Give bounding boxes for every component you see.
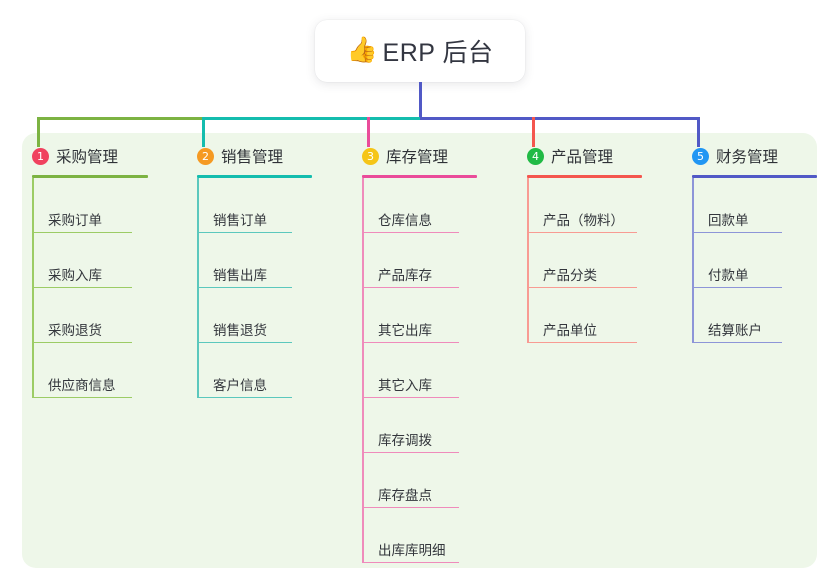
leaf-item-label: 回款单 (708, 213, 749, 228)
leaf-item[interactable]: 采购入库 (32, 233, 132, 288)
leaf-item-label: 付款单 (708, 268, 749, 283)
leaf-item-label: 其它出库 (378, 323, 432, 338)
branch-column-库存管理: 3 库存管理仓库信息产品库存其它出库其它入库库存调拨库存盘点出库库明细 (352, 145, 502, 563)
leaf-item[interactable]: 其它出库 (362, 288, 459, 343)
bus-segment-1 (38, 117, 203, 120)
branch-drop-1 (37, 117, 40, 147)
branch-column-销售管理: 2 销售管理销售订单销售出库销售退货客户信息 (187, 145, 337, 398)
leaf-item-label: 仓库信息 (378, 213, 432, 228)
leaf-item[interactable]: 销售出库 (197, 233, 292, 288)
leaf-item-label: 产品库存 (378, 268, 432, 283)
leaf-item-label: 采购入库 (48, 268, 102, 283)
leaf-item-label: 销售出库 (213, 268, 267, 283)
branch-title: 库存管理 (386, 149, 449, 166)
branch-header-销售管理[interactable]: 2 销售管理 (187, 145, 337, 167)
leaf-item[interactable]: 库存调拨 (362, 398, 459, 453)
leaf-item[interactable]: 客户信息 (197, 343, 292, 398)
leaf-item[interactable]: 供应商信息 (32, 343, 132, 398)
leaf-item[interactable]: 付款单 (692, 233, 782, 288)
branch-index-badge: 1 (32, 147, 49, 165)
leaf-item-label: 库存调拨 (378, 433, 432, 448)
branch-item-list: 仓库信息产品库存其它出库其它入库库存调拨库存盘点出库库明细 (362, 178, 459, 563)
leaf-item[interactable]: 产品分类 (527, 233, 637, 288)
branch-header-库存管理[interactable]: 3 库存管理 (352, 145, 502, 167)
leaf-item-label: 客户信息 (213, 378, 267, 393)
branch-title: 采购管理 (56, 149, 119, 166)
branch-underline (362, 175, 477, 178)
branch-drop-4 (532, 117, 535, 147)
branch-column-产品管理: 4 产品管理产品（物料） 产品分类产品单位 (517, 145, 667, 343)
bus-segment-3 (420, 117, 698, 120)
branch-column-财务管理: 5 财务管理回款单付款单结算账户 (682, 145, 832, 343)
branch-header-产品管理[interactable]: 4 产品管理 (517, 145, 667, 167)
branch-index-badge: 3 (362, 147, 379, 165)
branch-drop-5 (697, 117, 700, 147)
branch-underline (692, 175, 817, 178)
leaf-item[interactable]: 采购订单 (32, 178, 132, 233)
leaf-item-label: 产品（物料） (543, 213, 624, 228)
leaf-item-label: 产品分类 (543, 268, 597, 283)
branch-item-list: 回款单付款单结算账户 (692, 178, 782, 343)
leaf-item[interactable]: 产品（物料） (527, 178, 637, 233)
leaf-item-label: 销售退货 (213, 323, 267, 338)
leaf-item-label: 采购退货 (48, 323, 102, 338)
branch-underline (32, 175, 148, 178)
leaf-item[interactable]: 回款单 (692, 178, 782, 233)
leaf-item[interactable]: 出库库明细 (362, 508, 459, 563)
content-panel (22, 133, 817, 568)
leaf-item[interactable]: 仓库信息 (362, 178, 459, 233)
leaf-item[interactable]: 其它入库 (362, 343, 459, 398)
branch-item-list: 销售订单销售出库销售退货客户信息 (197, 178, 292, 398)
thumbs-up-icon: 👍 (346, 36, 378, 64)
leaf-item-label: 采购订单 (48, 213, 102, 228)
branch-item-list: 采购订单采购入库采购退货供应商信息 (32, 178, 132, 398)
root-node[interactable]: 👍 ERP 后台 (315, 20, 525, 82)
leaf-item[interactable]: 库存盘点 (362, 453, 459, 508)
root-node-title: ERP 后台 (382, 39, 494, 67)
leaf-item-label: 其它入库 (378, 378, 432, 393)
bus-segment-2 (203, 117, 420, 120)
branch-header-采购管理[interactable]: 1 采购管理 (22, 145, 172, 167)
branch-underline (527, 175, 642, 178)
leaf-item-label: 供应商信息 (48, 378, 116, 393)
branch-title: 销售管理 (221, 149, 284, 166)
leaf-item[interactable]: 产品库存 (362, 233, 459, 288)
branch-title: 产品管理 (551, 149, 614, 166)
branch-index-badge: 2 (197, 147, 214, 165)
branch-title: 财务管理 (716, 149, 779, 166)
branch-index-badge: 5 (692, 147, 709, 165)
branch-underline (197, 175, 312, 178)
leaf-item[interactable]: 产品单位 (527, 288, 637, 343)
leaf-item[interactable]: 销售订单 (197, 178, 292, 233)
leaf-item-label: 结算账户 (708, 323, 762, 338)
leaf-item-label: 销售订单 (213, 213, 267, 228)
branch-column-采购管理: 1 采购管理采购订单采购入库采购退货供应商信息 (22, 145, 172, 398)
leaf-item-label: 出库库明细 (378, 543, 446, 558)
branch-index-badge: 4 (527, 147, 544, 165)
leaf-item-label: 产品单位 (543, 323, 597, 338)
leaf-item-label: 库存盘点 (378, 488, 432, 503)
leaf-item[interactable]: 采购退货 (32, 288, 132, 343)
branch-drop-2 (202, 117, 205, 147)
branch-item-list: 产品（物料） 产品分类产品单位 (527, 178, 637, 343)
leaf-item[interactable]: 销售退货 (197, 288, 292, 343)
branch-drop-3 (367, 117, 370, 147)
trunk-line-vertical (419, 82, 422, 120)
leaf-item[interactable]: 结算账户 (692, 288, 782, 343)
branch-header-财务管理[interactable]: 5 财务管理 (682, 145, 832, 167)
